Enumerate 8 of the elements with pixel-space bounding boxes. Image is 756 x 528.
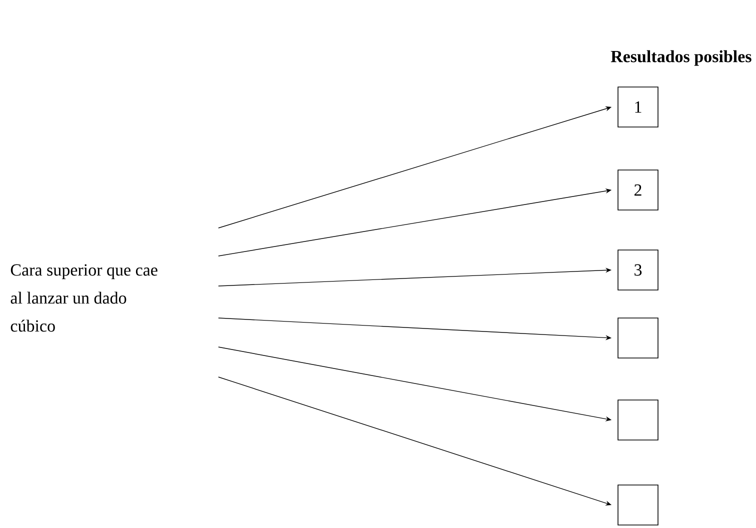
heading: Resultados posibles bbox=[610, 50, 752, 66]
result-box: 2 bbox=[618, 170, 658, 210]
result-box: 3 bbox=[618, 250, 658, 290]
result-box: 1 bbox=[618, 86, 658, 128]
description-text: Cara superior que cae al lanzar un dado cúbico bbox=[10, 264, 158, 332]
empty-box bbox=[618, 400, 658, 440]
empty-box bbox=[618, 318, 658, 358]
empty-box bbox=[618, 484, 658, 526]
